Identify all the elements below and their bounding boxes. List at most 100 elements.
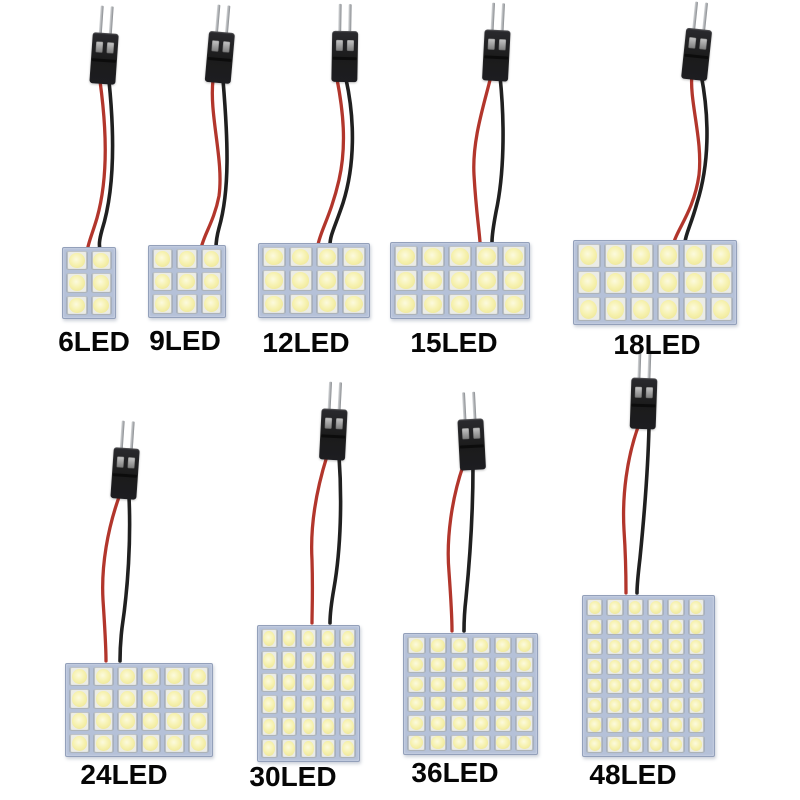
smd-led-chip xyxy=(606,638,624,655)
smd-led-chip xyxy=(683,244,707,268)
led-panel-6 xyxy=(62,247,116,319)
led-panel-18 xyxy=(573,240,737,325)
smd-led-chip xyxy=(188,733,209,753)
smd-led-chip xyxy=(407,695,426,712)
smd-led-chip xyxy=(687,638,705,655)
smd-led-chip xyxy=(300,629,317,648)
smd-led-chip xyxy=(471,734,491,751)
smd-led-chip xyxy=(606,697,624,714)
connector-contact-right xyxy=(645,387,654,399)
smd-led-chip xyxy=(448,246,472,267)
smd-led-chip xyxy=(394,294,418,315)
smd-led-chip xyxy=(319,695,337,714)
connector-groove xyxy=(332,56,357,61)
t10-adapter-connector xyxy=(456,391,487,471)
smd-led-chip xyxy=(407,734,426,751)
smd-led-chip xyxy=(502,294,526,315)
product-label: 36LED xyxy=(411,757,499,788)
red-wire xyxy=(472,74,493,244)
smd-led-chip xyxy=(319,651,337,670)
smd-led-chip xyxy=(475,294,499,315)
smd-led-chip xyxy=(577,244,601,268)
smd-led-chip xyxy=(315,270,340,291)
smd-led-chip xyxy=(626,657,644,675)
smd-led-chip xyxy=(471,637,491,654)
smd-led-chip xyxy=(606,657,624,675)
smd-led-chip xyxy=(188,689,209,709)
connector-body xyxy=(457,418,487,471)
smd-led-chip xyxy=(606,618,624,636)
connector-contact-right xyxy=(472,427,481,439)
connector-contact-left xyxy=(324,417,333,429)
t10-adapter-connector xyxy=(318,381,349,461)
smd-led-chip xyxy=(164,689,186,709)
smd-led-chip xyxy=(428,695,448,712)
connector-contact-left xyxy=(335,39,344,51)
smd-led-chip xyxy=(280,651,298,670)
smd-led-chip xyxy=(471,715,491,732)
smd-led-chip xyxy=(69,689,90,709)
smd-led-chip xyxy=(606,736,624,753)
connector-pin-left xyxy=(692,1,699,31)
led-panel-48 xyxy=(582,595,715,757)
smd-led-chip xyxy=(687,716,705,734)
smd-led-chip xyxy=(450,656,469,673)
smd-led-chip xyxy=(515,656,534,673)
connector-contact-left xyxy=(211,40,220,52)
smd-led-chip xyxy=(200,271,222,292)
smd-led-chip xyxy=(471,676,491,693)
smd-led-chip xyxy=(300,673,317,692)
smd-led-chip xyxy=(448,294,472,315)
smd-led-chip xyxy=(626,736,644,753)
connector-groove xyxy=(459,444,484,449)
smd-led-chip xyxy=(407,676,426,693)
smd-led-chip xyxy=(687,736,705,753)
connector-pin-right xyxy=(500,3,506,33)
smd-led-chip xyxy=(421,270,445,291)
connector-groove xyxy=(321,434,346,439)
connector-pin-right xyxy=(129,421,135,451)
smd-led-chip xyxy=(586,716,604,734)
product-label: 9LED xyxy=(149,325,221,356)
smd-led-chip xyxy=(647,599,665,616)
smd-led-chip xyxy=(339,695,356,714)
smd-led-chip xyxy=(448,270,472,291)
smd-led-chip xyxy=(176,271,198,292)
smd-led-chip xyxy=(687,599,705,616)
red-wire xyxy=(446,464,465,633)
smd-led-chip xyxy=(626,716,644,734)
connector-pin-left xyxy=(119,420,125,450)
smd-led-chip xyxy=(116,689,138,709)
connector-groove xyxy=(631,403,656,408)
t10-adapter-connector xyxy=(204,4,238,84)
t10-adapter-connector xyxy=(481,2,512,82)
smd-led-chip xyxy=(475,270,499,291)
smd-led-chip xyxy=(577,270,601,295)
smd-led-chip xyxy=(164,711,186,731)
smd-led-chip xyxy=(69,667,90,687)
smd-led-chip xyxy=(421,294,445,315)
smd-led-chip xyxy=(667,716,685,734)
smd-led-chip xyxy=(667,657,685,675)
smd-led-chip xyxy=(66,273,88,293)
smd-led-chip xyxy=(261,739,278,758)
product-label: 30LED xyxy=(249,761,337,792)
smd-led-chip xyxy=(428,715,448,732)
smd-led-chip xyxy=(421,246,445,267)
connector-groove xyxy=(484,55,509,60)
smd-led-chip xyxy=(493,695,513,712)
led-panel-15 xyxy=(390,242,530,319)
smd-led-chip xyxy=(606,677,624,695)
smd-led-chip xyxy=(687,697,705,714)
smd-led-chip xyxy=(339,629,356,648)
smd-led-chip xyxy=(586,677,604,695)
smd-led-chip xyxy=(626,599,644,616)
smd-led-chip xyxy=(647,638,665,655)
smd-led-chip xyxy=(140,667,162,687)
smd-led-chip xyxy=(656,244,680,268)
black-wire xyxy=(683,72,709,244)
smd-led-chip xyxy=(69,733,90,753)
product-label: 18LED xyxy=(613,329,701,360)
smd-led-chip xyxy=(647,618,665,636)
smd-led-chip xyxy=(288,293,313,314)
